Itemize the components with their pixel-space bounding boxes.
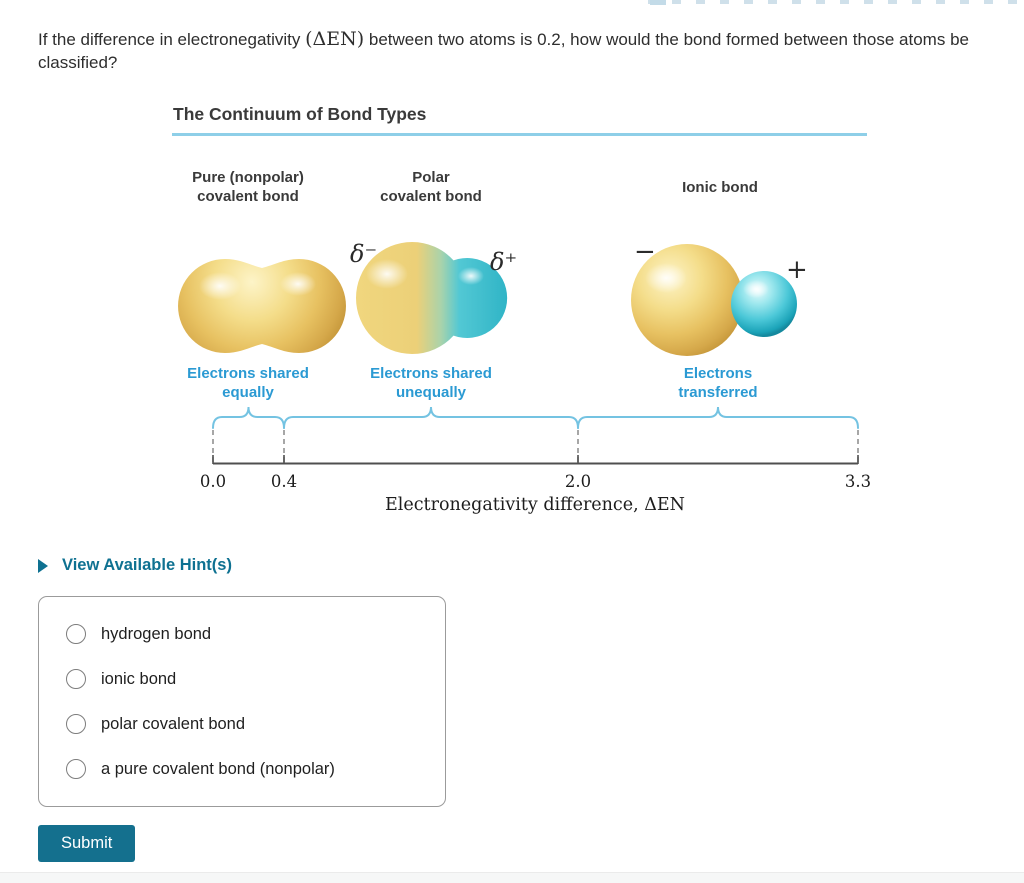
figure-title: The Continuum of Bond Types [173,104,427,124]
delta-plus-symbol: δ⁺ [490,248,517,276]
option-row-ionic-bond[interactable]: ionic bond [66,668,445,690]
cropped-toolbar-chip [650,0,666,5]
submit-button[interactable]: Submit [38,825,136,862]
axis-tick-0.4: 0.4 [271,472,297,491]
bond-continuum-figure: The Continuum of Bond Types Pure (nonpol… [172,104,872,519]
delta-minus-symbol: δ⁻ [350,240,377,268]
electrons-shared-equally-label: Electrons shared equally [187,365,309,401]
axis-tick-3.3: 3.3 [845,472,871,491]
minus-symbol: − [634,237,656,267]
answer-options-box: hydrogen bond ionic bond polar covalent … [38,596,446,807]
nonpolar-molecule-illustration [178,259,346,353]
polar-molecule-illustration: δ⁻ δ⁺ [350,240,517,354]
view-hints-label[interactable]: View Available Hint(s) [62,556,232,574]
option-label[interactable]: hydrogen bond [101,624,212,643]
range-braces [212,406,859,429]
option-row-polar-covalent-bond[interactable]: polar covalent bond [66,713,445,735]
figure-title-underline [172,133,867,136]
view-hints-toggle[interactable]: View Available Hint(s) [38,556,298,575]
option-label[interactable]: a pure covalent bond (nonpolar) [101,759,335,778]
axis-title: Electronegativity difference, ΔEN [385,495,685,515]
cropped-toolbar-strip [648,0,1024,4]
ionic-molecule-illustration: − + [631,237,808,356]
boundary-dashed-lines [212,430,859,462]
electrons-shared-unequally-label: Electrons shared unequally [370,365,492,401]
question-text: If the difference in electronegativity (… [38,28,986,74]
radio-button-polar-covalent-bond[interactable] [66,714,86,734]
expand-triangle-icon [38,558,48,573]
electronegativity-axis: 0.0 0.4 2.0 3.3 Electronegativity differ… [200,406,871,515]
bond-type-label-nonpolar: Pure (nonpolar) covalent bond [192,169,304,205]
axis-line-and-ticks [212,455,859,465]
radio-button-ionic-bond[interactable] [66,669,86,689]
bond-type-label-polar: Polar covalent bond [380,169,482,205]
bond-type-label-ionic: Ionic bond [682,179,758,196]
radio-button-hydrogen-bond[interactable] [66,624,86,644]
question-math-delta-en: (ΔEN) [305,28,365,50]
option-label[interactable]: polar covalent bond [101,714,246,733]
footer-strip [0,872,1024,883]
question-after-math: between two atoms is 0.2, how would the … [38,30,969,72]
radio-button-pure-covalent-bond[interactable] [66,759,86,779]
plus-symbol: + [786,255,808,285]
option-row-hydrogen-bond[interactable]: hydrogen bond [66,623,445,645]
axis-tick-0.0: 0.0 [200,472,226,491]
option-label[interactable]: ionic bond [101,669,177,688]
axis-tick-2.0: 2.0 [565,472,591,491]
question-before-math: If the difference in electronegativity [38,30,306,49]
option-row-pure-covalent-bond[interactable]: a pure covalent bond (nonpolar) [66,758,445,780]
molecule-illustrations: δ⁻ δ⁺ − + [178,237,808,356]
electrons-transferred-label: Electrons transferred [678,365,758,401]
